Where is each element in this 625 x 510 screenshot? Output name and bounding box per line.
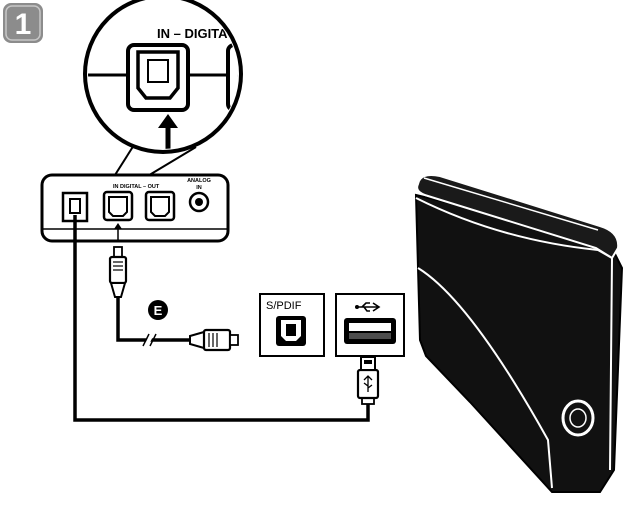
usb-panel xyxy=(335,293,405,357)
receiver-analog-label-2: IN xyxy=(196,185,202,191)
usb-cable xyxy=(73,215,380,422)
receiver-digital-label: IN DIGITAL – OUT xyxy=(113,184,160,190)
optical-cable: E xyxy=(108,223,239,352)
receiver-analog-label: ANALOG xyxy=(187,178,211,184)
usb-plug xyxy=(356,356,380,405)
console-power-icon xyxy=(561,399,595,437)
optical-plug-end xyxy=(189,328,239,352)
callout-e-badge: E xyxy=(148,300,168,320)
callout-e-letter: E xyxy=(154,303,163,318)
optical-plug-top xyxy=(108,246,128,298)
step-number: 1 xyxy=(15,8,32,41)
receiver-box: IN DIGITAL – OUT ANALOG IN xyxy=(40,173,230,243)
step-badge: 1 xyxy=(3,3,43,43)
spdif-label: S/PDIF xyxy=(266,300,302,312)
zoom-callout: IN – DIGITA xyxy=(83,0,243,187)
usb-icon xyxy=(355,302,381,312)
game-console xyxy=(414,174,624,493)
spdif-panel: S/PDIF xyxy=(259,293,325,357)
zoom-port-label: IN – DIGITA xyxy=(157,26,228,41)
